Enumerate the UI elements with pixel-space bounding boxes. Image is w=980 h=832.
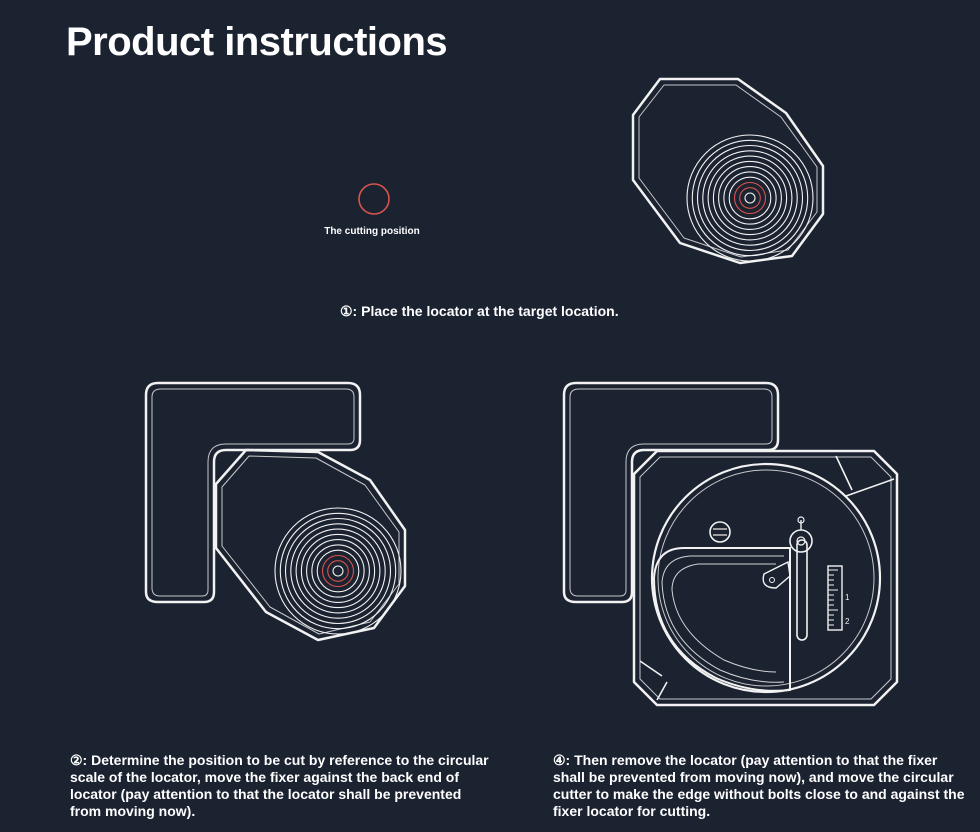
cut-arc-guide [652, 547, 791, 692]
scale-ring [332, 565, 344, 577]
blade-icon [762, 560, 791, 589]
diagram-step4: 1 2 [562, 381, 899, 707]
scale-ring [311, 544, 365, 598]
scale-mark-1: 1 [845, 593, 850, 602]
scale-mark-2: 2 [845, 617, 850, 626]
scale-ring [300, 533, 376, 609]
scale-ring [284, 517, 392, 625]
scale-ring [702, 150, 798, 246]
circular-scale [274, 507, 402, 635]
scale-ring [279, 512, 397, 630]
circular-cutter: 1 2 [632, 449, 899, 707]
scale-ring [274, 507, 402, 635]
fixer-outline [562, 381, 780, 604]
scale-ring [696, 144, 804, 252]
step2-instruction: ②: Determine the position to be cut by r… [70, 752, 489, 819]
scale-ring [744, 192, 756, 204]
fixer-step4 [562, 381, 780, 604]
diagram-step2 [144, 381, 407, 642]
scale-ring [306, 539, 370, 603]
locator-step1 [631, 77, 825, 265]
circular-scale [686, 134, 814, 262]
scale-ring [295, 528, 381, 614]
scale-ring [718, 166, 782, 230]
bolt-icon [709, 521, 731, 543]
fixer-step2 [144, 381, 362, 604]
locator-outline [214, 448, 407, 642]
pivot-knob [789, 529, 813, 553]
cutter-body-outline [632, 449, 899, 707]
scale-ring [290, 523, 386, 619]
page-title: Product instructions [66, 20, 448, 64]
scale-ring [691, 139, 809, 257]
scale-ring [686, 134, 814, 262]
scale-ring [712, 160, 788, 236]
step4-instruction: ④: Then remove the locator (pay attentio… [553, 752, 965, 819]
scale-ring [728, 176, 772, 220]
scale-ring [327, 560, 349, 582]
cutting-position-marker [358, 183, 390, 215]
cutter-disc [650, 462, 882, 694]
scale-ring [723, 171, 777, 225]
diagram-step1 [358, 77, 825, 265]
locator-step2 [214, 448, 407, 642]
scale-ring [321, 554, 355, 588]
scale-ring [739, 187, 761, 209]
scale-ring [707, 155, 793, 241]
blade-arm [796, 539, 808, 641]
cutting-position-label: The cutting position [324, 226, 420, 237]
scale-ring [316, 549, 360, 593]
step1-instruction: ①: Place the locator at the target locat… [340, 303, 619, 319]
fixer-outline [144, 381, 362, 604]
locator-outline [631, 77, 825, 265]
scale-ring [733, 181, 767, 215]
